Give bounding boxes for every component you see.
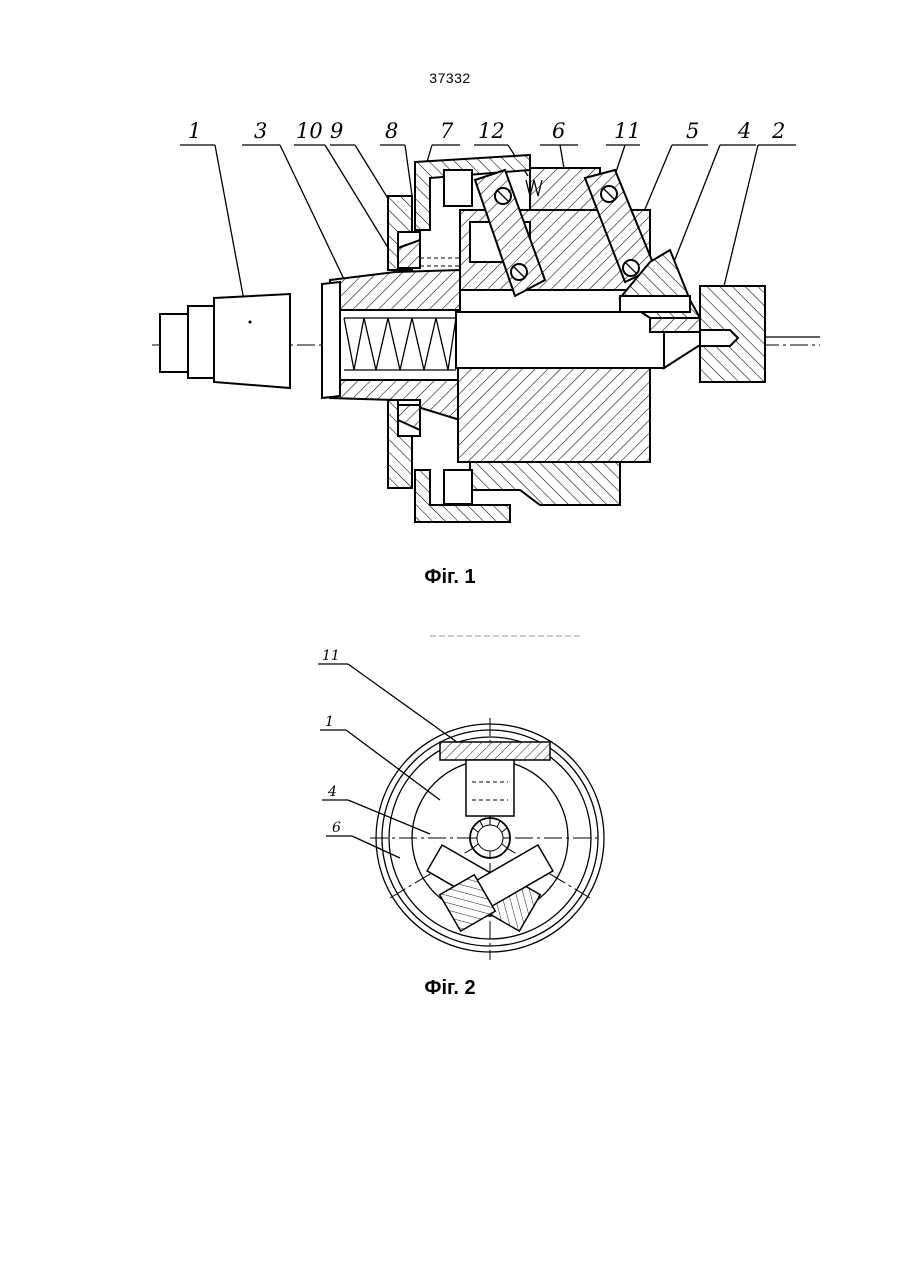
fig1-part-3-body bbox=[322, 270, 460, 420]
fig1-label-9: 9 bbox=[330, 119, 343, 143]
figure-1-drawing: 1 3 10 9 8 7 12 6 11 5 4 2 bbox=[0, 0, 900, 560]
fig1-label-7: 7 bbox=[440, 119, 454, 143]
fig2-label-6: 6 bbox=[332, 820, 341, 836]
fig1-part-1-shank bbox=[160, 294, 290, 388]
fig1-label-4: 4 bbox=[737, 119, 751, 143]
fig2-center-gear bbox=[470, 818, 510, 858]
fig2-top-jaw bbox=[440, 742, 550, 816]
fig1-label-5: 5 bbox=[686, 119, 699, 143]
fig1-label-2: 2 bbox=[771, 119, 785, 143]
fig1-label-10: 10 bbox=[296, 119, 323, 143]
fig2-label-4: 4 bbox=[327, 784, 337, 800]
fig1-label-1: 1 bbox=[188, 119, 201, 143]
fig1-label-11: 11 bbox=[614, 119, 641, 143]
figure-1-caption: Фіг. 1 bbox=[0, 566, 900, 589]
fig1-label-8: 8 bbox=[385, 119, 398, 143]
fig1-workpiece-2 bbox=[700, 286, 765, 382]
fig2-label-11: 11 bbox=[322, 648, 340, 664]
fig1-label-3: 3 bbox=[254, 119, 267, 143]
fig1-label-12: 12 bbox=[478, 119, 505, 143]
fig2-label-1: 1 bbox=[325, 714, 334, 730]
fig1-label-6: 6 bbox=[552, 119, 565, 143]
figure-2-drawing: 11 1 4 6 bbox=[0, 620, 900, 1020]
fig1-lower-body bbox=[458, 368, 650, 505]
figure-2-caption: Фіг. 2 bbox=[0, 977, 900, 1000]
